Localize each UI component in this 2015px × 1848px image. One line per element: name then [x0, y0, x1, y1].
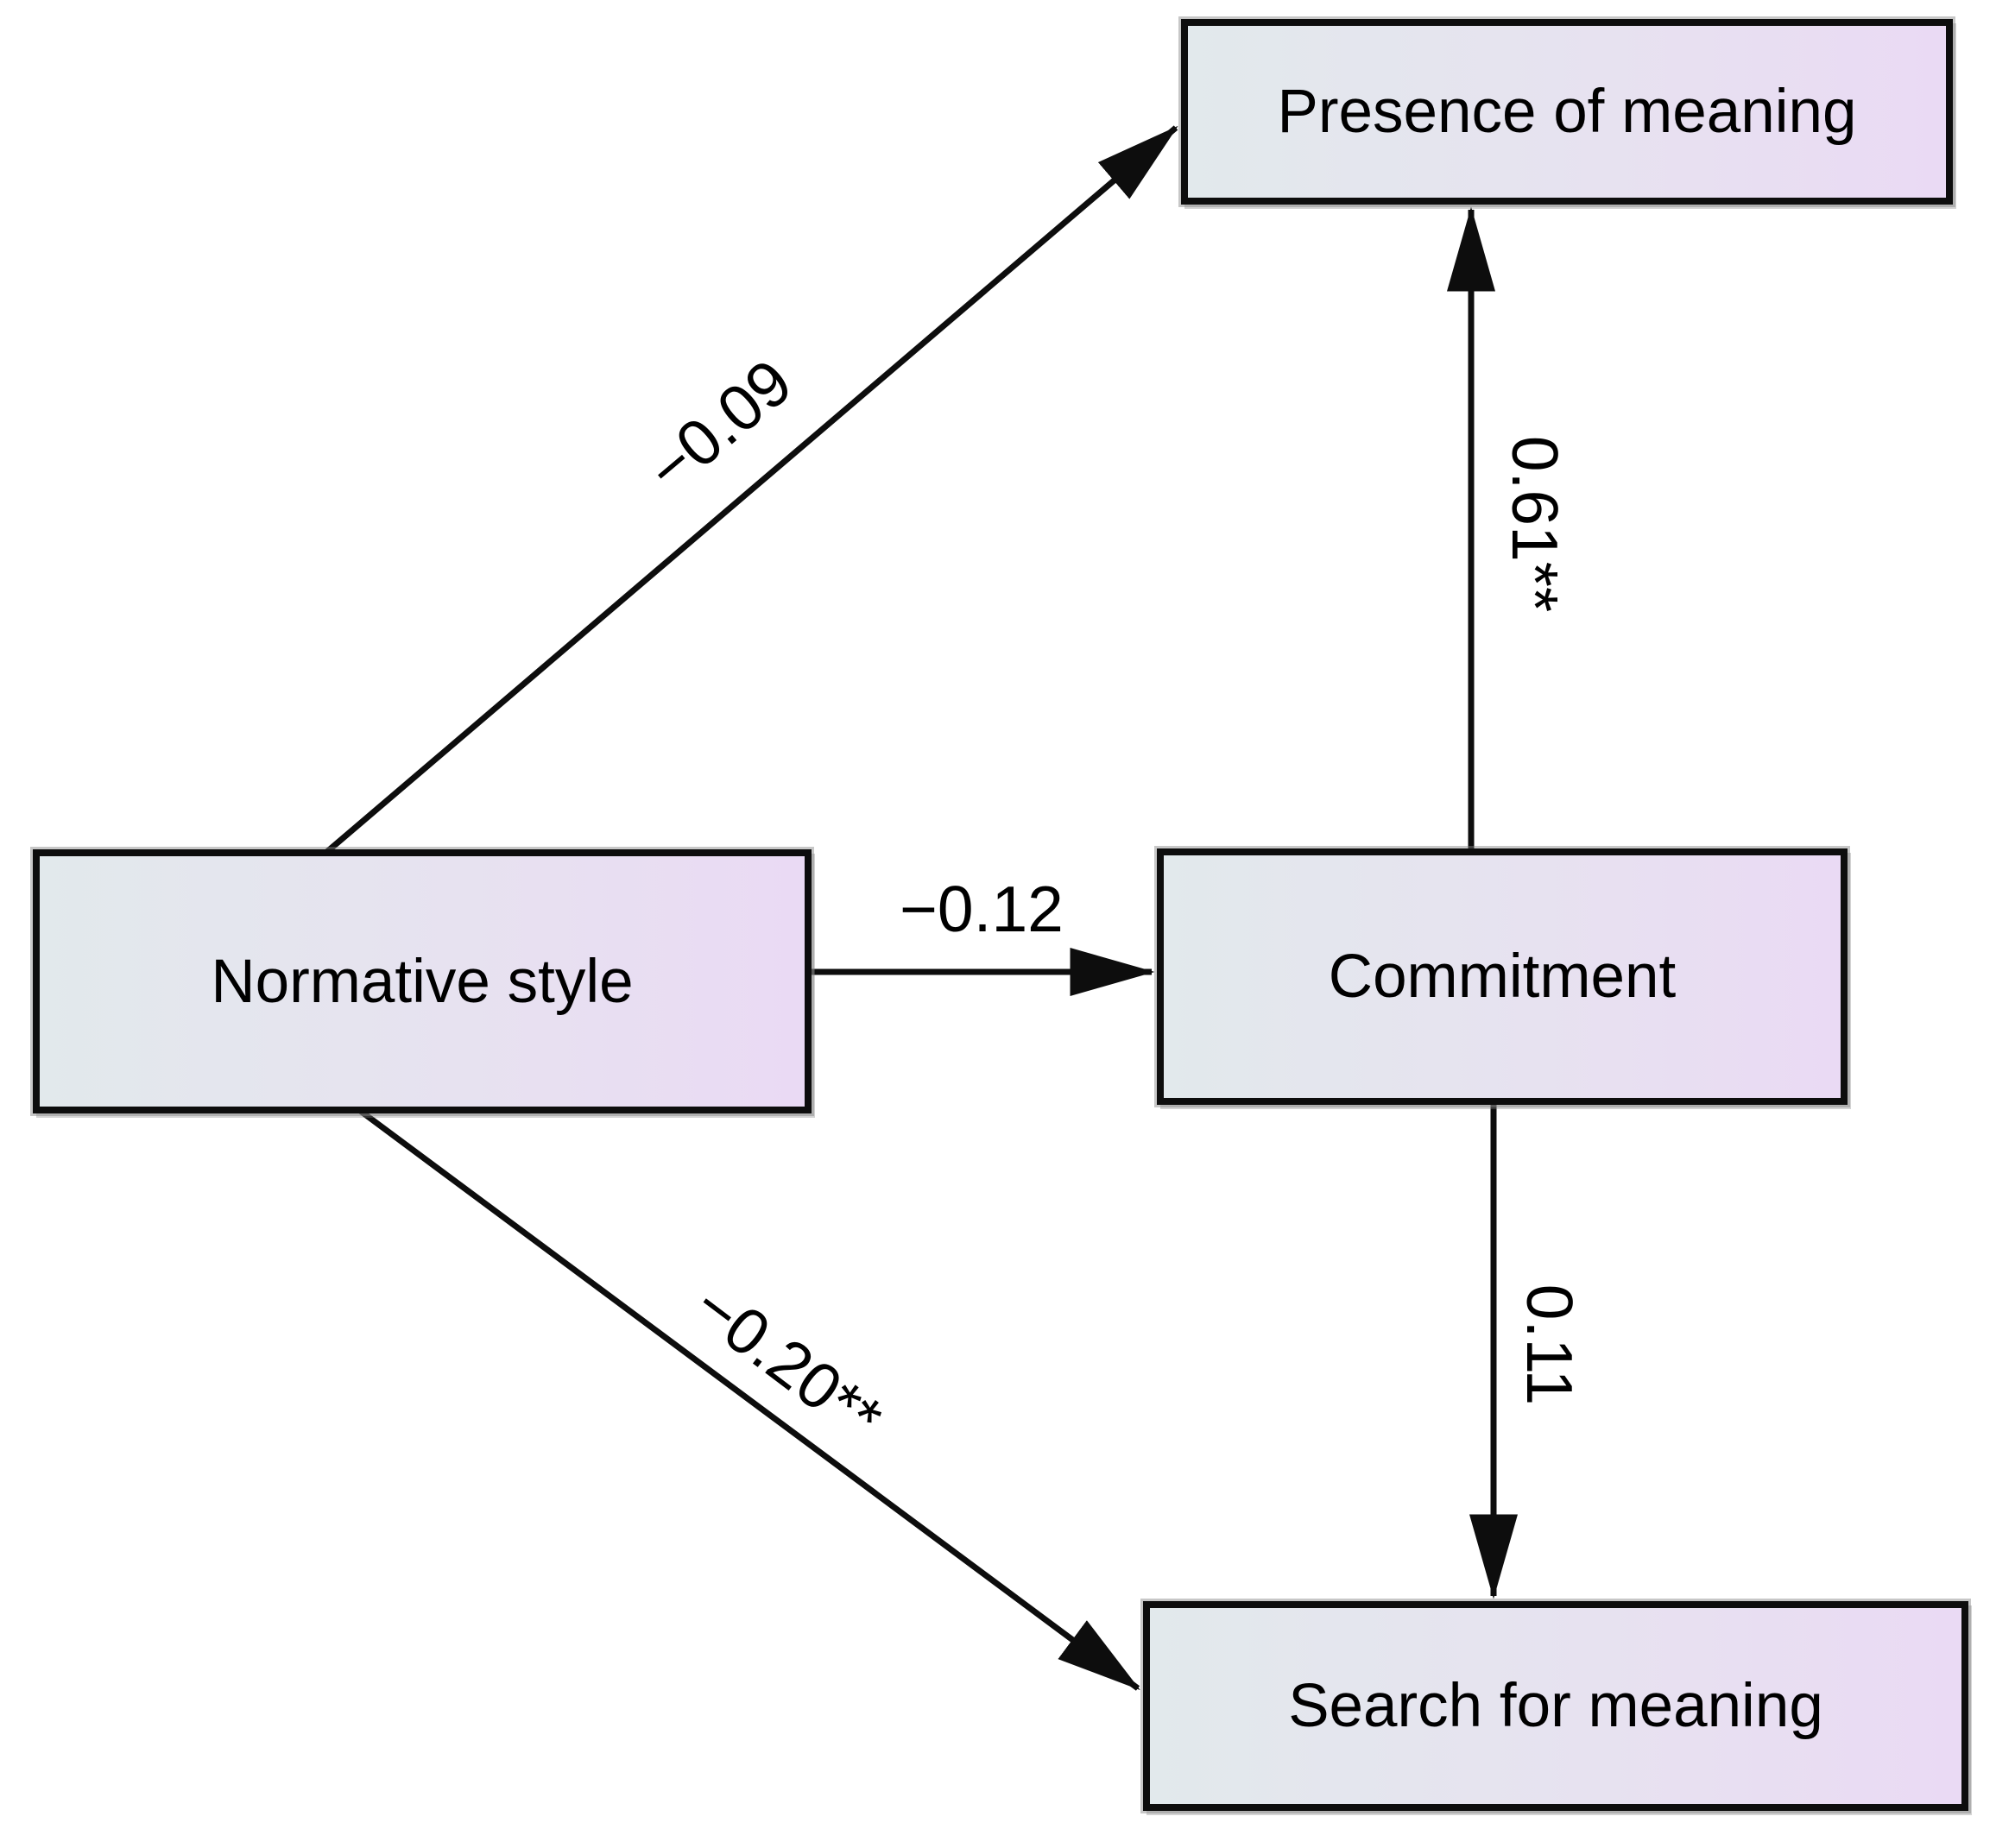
edge-label-commitment-to-presence: 0.61** [1499, 435, 1571, 613]
node-search-for-meaning: Search for meaning [1143, 1601, 1968, 1811]
edge-label-commitment-to-search: 0.11 [1513, 1284, 1586, 1406]
node-normative-style: Normative style [33, 849, 812, 1113]
arrow-normative-to-search [357, 1107, 1140, 1691]
node-normative-label: Normative style [211, 947, 634, 1016]
node-commitment-label: Commitment [1328, 943, 1677, 1011]
edge-label-normative-to-commitment: −0.12 [900, 873, 1064, 945]
arrow-normative-to-presence [321, 125, 1178, 857]
node-search-label: Search for meaning [1288, 1672, 1823, 1740]
node-presence-label: Presence of meaning [1277, 78, 1857, 146]
node-commitment: Commitment [1157, 848, 1848, 1105]
node-presence-of-meaning: Presence of meaning [1181, 19, 1953, 205]
